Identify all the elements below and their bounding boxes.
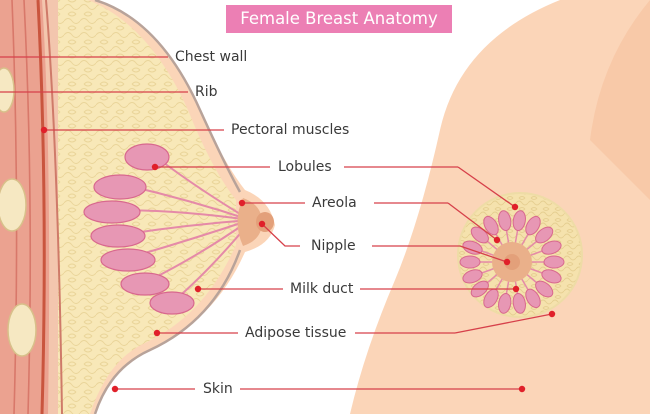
label-rib: Rib <box>195 84 218 100</box>
label-lobules: Lobules <box>278 159 332 175</box>
front-lobule <box>483 215 499 236</box>
leader-areola-r2 <box>447 202 498 241</box>
muscle-fiber <box>23 0 32 415</box>
front-lobule <box>541 269 562 284</box>
areola-shape <box>237 198 262 246</box>
lobules <box>83 143 195 315</box>
skin-line <box>93 0 242 415</box>
leader-nipple-l <box>261 223 300 247</box>
leader-lobules-r2 <box>457 166 516 208</box>
label-adipose-tissue: Adipose tissue <box>245 325 347 341</box>
front-lobule <box>512 292 526 314</box>
adipose-region <box>55 0 236 414</box>
rib-oval <box>0 178 27 232</box>
leader-adipose-r2 <box>454 313 553 334</box>
label-areola: Areola <box>312 195 357 211</box>
label-milk-duct: Milk duct <box>290 281 354 297</box>
label-pectoral-muscles: Pectoral muscles <box>231 122 350 138</box>
label-skin: Skin <box>203 381 233 397</box>
front-lobule <box>498 210 512 232</box>
front-lobule <box>462 269 483 284</box>
label-nipple: Nipple <box>311 238 356 254</box>
marker-dots <box>40 126 556 393</box>
front-lobule <box>462 240 483 255</box>
front-lobule <box>525 288 541 309</box>
leader-lines <box>0 56 553 390</box>
diagram-title: Female Breast Anatomy <box>226 5 452 33</box>
leader-nipple-r2 <box>459 245 508 263</box>
cross-section <box>0 0 275 415</box>
front-lobule <box>498 292 512 314</box>
front-lobule <box>483 288 499 309</box>
front-lobule <box>541 240 562 255</box>
rib-line <box>36 0 46 415</box>
rib-oval <box>7 303 37 357</box>
front-lobule <box>459 255 481 269</box>
arm <box>590 0 650 200</box>
label-chest-wall: Chest wall <box>175 49 248 65</box>
front-lobule <box>543 255 565 269</box>
front-nipple <box>504 254 520 270</box>
rib-oval <box>0 67 15 113</box>
front-lobule <box>512 210 526 232</box>
front-lobule <box>535 226 554 244</box>
chest-wall-line <box>45 0 63 415</box>
front-lobule <box>535 280 554 298</box>
front-view <box>350 0 650 414</box>
front-lobule <box>525 215 541 236</box>
nipple-shape <box>256 212 274 232</box>
